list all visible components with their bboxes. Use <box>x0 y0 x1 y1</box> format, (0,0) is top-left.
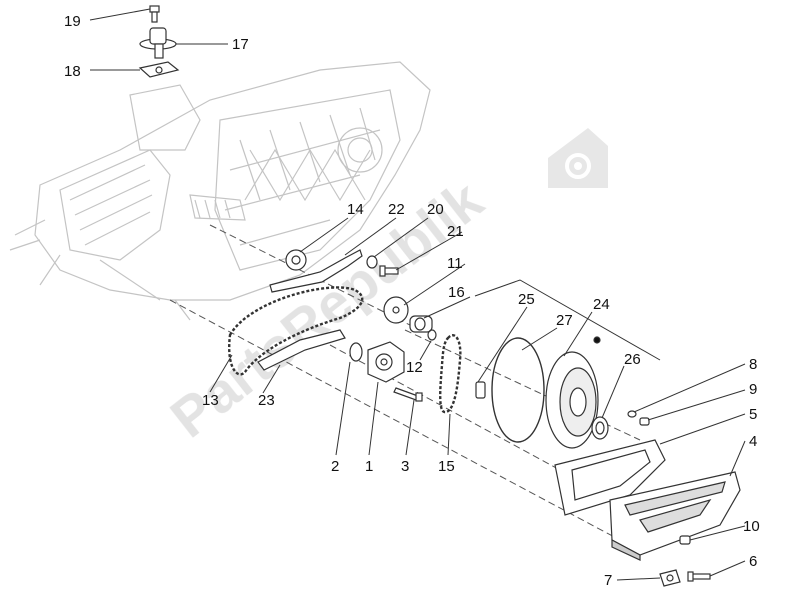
sprocket-part-14 <box>285 249 307 271</box>
gasket-part-5 <box>554 439 666 516</box>
callout-9: 9 <box>749 381 757 398</box>
washer-part-8 <box>627 410 637 418</box>
callout-15: 15 <box>438 458 455 475</box>
chain-tensioner-part-17 <box>139 27 177 59</box>
pump-sprocket-part-16 <box>409 315 433 333</box>
o-ring-part-12 <box>427 329 437 341</box>
engine-crankcase <box>9 61 431 321</box>
callout-17: 17 <box>232 36 249 53</box>
oil-pump-part-1 <box>367 341 405 383</box>
leader-lines <box>89 8 746 581</box>
fitting-part-7 <box>659 569 681 587</box>
callout-27: 27 <box>556 312 573 329</box>
watermark: PartsRepublik <box>159 128 608 449</box>
oil-sump-part-4 <box>609 471 741 561</box>
callout-5: 5 <box>749 406 757 423</box>
callout-24: 24 <box>593 296 610 313</box>
plug-part-9 <box>639 417 650 426</box>
pump-chain-part-15 <box>439 334 462 414</box>
callout-19: 19 <box>64 13 81 30</box>
plug-part-10 <box>679 535 691 545</box>
callout-7: 7 <box>604 572 612 589</box>
callout-1: 1 <box>365 458 373 475</box>
callout-13: 13 <box>202 392 219 409</box>
bolt-part-3 <box>393 387 423 402</box>
assembly-guide-lines <box>169 224 641 541</box>
callout-3: 3 <box>401 458 409 475</box>
callout-labels: 19 17 18 14 22 20 21 11 16 25 24 27 26 1… <box>64 13 760 589</box>
callout-14: 14 <box>347 201 364 218</box>
callout-4: 4 <box>749 433 757 450</box>
gasket-part-18 <box>138 61 180 78</box>
callout-21: 21 <box>447 223 464 240</box>
bolt-part-6 <box>687 571 711 582</box>
callout-8: 8 <box>749 356 757 373</box>
o-ring-part-27 <box>491 337 545 443</box>
callout-20: 20 <box>427 201 444 218</box>
callout-26: 26 <box>624 351 641 368</box>
spacer-part-25 <box>475 381 486 399</box>
callout-2: 2 <box>331 458 339 475</box>
bolt-part-19 <box>149 5 160 23</box>
chain-guide-part-22 <box>269 249 363 293</box>
callout-18: 18 <box>64 63 81 80</box>
gasket-part-2 <box>349 342 363 362</box>
cover-part-24 <box>545 336 601 449</box>
callout-6: 6 <box>749 553 757 570</box>
callout-25: 25 <box>518 291 535 308</box>
gear-logo-icon <box>548 128 608 188</box>
callout-16: 16 <box>448 284 465 301</box>
callout-11: 11 <box>447 255 463 272</box>
washer-part-11 <box>383 296 409 324</box>
seal-part-26 <box>591 416 609 440</box>
callout-12: 12 <box>406 359 423 376</box>
callout-22: 22 <box>388 201 405 218</box>
callout-10: 10 <box>743 518 760 535</box>
chain-guide-part-23 <box>257 329 346 371</box>
callout-23: 23 <box>258 392 275 409</box>
group-bracket-24 <box>474 279 661 361</box>
timing-chain-part-13 <box>228 286 364 376</box>
screw-part-21 <box>379 265 399 277</box>
washer-part-20 <box>366 255 378 269</box>
